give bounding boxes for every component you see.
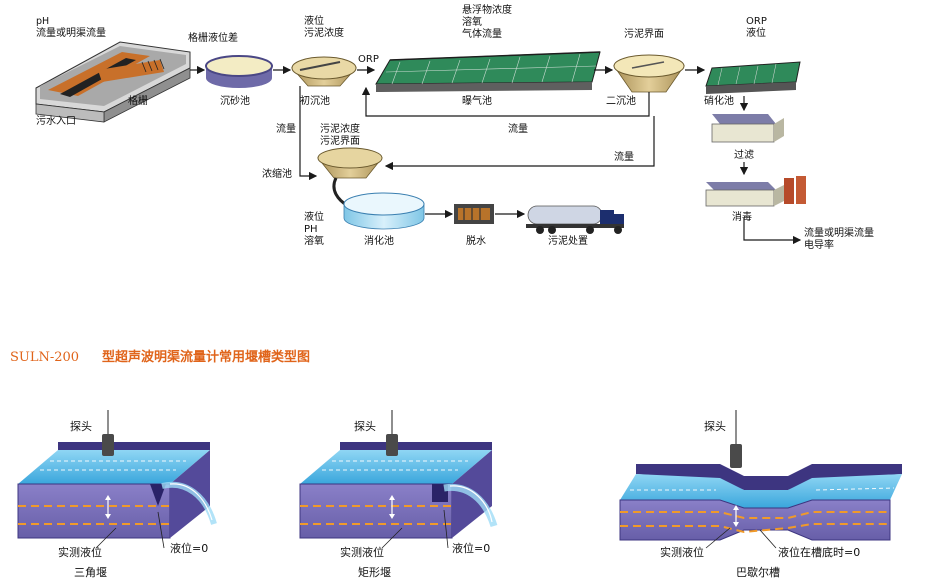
sludge-disposal-label: 污泥处置 xyxy=(548,234,588,247)
flow-or-channel-label: 流量或明渠流量 xyxy=(36,26,106,39)
primary-clarifier-label: 初沉池 xyxy=(300,94,330,107)
digester-label: 消化池 xyxy=(364,234,394,247)
out-flow-label: 流量或明渠流量 xyxy=(804,226,874,239)
disinfection-building-illustration xyxy=(705,176,806,207)
parshall-flume-illustration xyxy=(619,410,902,549)
rectangular-weir-illustration xyxy=(299,410,498,549)
flow-mid-label: 流量 xyxy=(508,122,528,135)
gas-flow-label: 气体流量 xyxy=(462,27,502,40)
aeration-tank-label: 曝气池 xyxy=(462,94,492,107)
zero-level-label-1: 液位=0 xyxy=(170,541,208,555)
grid-channel-illustration xyxy=(35,41,191,123)
rectangular-weir-labels: 探头 实测液位 液位=0 矩形堰 xyxy=(340,420,490,579)
process-labels: pH 流量或明渠流量 格栅液位差 污水入口 格栅 沉砂池 液位 污泥浓度 ORP… xyxy=(36,3,874,251)
digester-ph-label: PH xyxy=(304,224,318,235)
primary-clarifier-illustration xyxy=(291,56,357,87)
grit-chamber-illustration xyxy=(205,55,273,88)
disinfection-label: 消毒 xyxy=(732,210,752,223)
digester-do-label: 溶氧 xyxy=(304,234,324,247)
secondary-clarifier-illustration xyxy=(613,54,685,93)
out-conductivity-label: 电导率 xyxy=(804,238,834,251)
ph-label: pH xyxy=(36,16,49,27)
actual-level-label-1: 实测液位 xyxy=(58,545,102,559)
ss-conc-label: 悬浮物浓度 xyxy=(462,3,512,16)
flow-left-label: 流量 xyxy=(276,122,296,135)
sludge-interface-label: 污泥界面 xyxy=(624,27,664,40)
thickener-sludge-conc-label: 污泥浓度 xyxy=(320,122,360,135)
grid-level-diff-label: 格栅液位差 xyxy=(188,31,238,44)
aeration-tank-illustration xyxy=(375,51,601,92)
triangular-weir-name: 三角堰 xyxy=(74,566,107,579)
probe-label-2: 探头 xyxy=(354,420,376,433)
probe-label-3: 探头 xyxy=(704,420,726,433)
tanker-truck-illustration xyxy=(526,205,624,234)
section-title: SULN-200 型超声波明渠流量计常用堰槽类型图 xyxy=(10,349,310,365)
filtration-building-illustration xyxy=(711,114,784,143)
orp-label: ORP xyxy=(358,54,379,65)
grit-chamber-label: 沉砂池 xyxy=(220,94,250,107)
dissolved-oxygen-label: 溶氧 xyxy=(462,15,482,28)
actual-level-label-3: 实测液位 xyxy=(660,545,704,559)
probe-label-1: 探头 xyxy=(70,420,92,433)
dewatering-machine-illustration xyxy=(454,204,494,224)
triangular-weir-illustration xyxy=(17,410,217,549)
zero-level-label-3: 液位在槽底时=0 xyxy=(778,545,860,559)
triangular-weir-labels: 探头 实测液位 液位=0 三角堰 xyxy=(58,420,208,579)
process-flow-lines xyxy=(190,65,802,245)
thickener-sludge-interface-label: 污泥界面 xyxy=(320,134,360,147)
orp-right-label: ORP xyxy=(746,16,767,27)
zero-level-label-2: 液位=0 xyxy=(452,541,490,555)
dewatering-label: 脱水 xyxy=(466,234,486,247)
secondary-clarifier-label: 二沉池 xyxy=(606,94,636,107)
nitrification-tank-label: 硝化池 xyxy=(704,94,734,107)
thickener-label: 浓缩池 xyxy=(262,167,292,180)
filtration-label: 过滤 xyxy=(734,148,754,161)
section-title-model: SULN-200 xyxy=(10,350,79,365)
level-right-label: 液位 xyxy=(746,26,766,39)
primary-level-label: 液位 xyxy=(304,14,324,27)
digester-level-label: 液位 xyxy=(304,210,324,223)
primary-sludge-conc-label: 污泥浓度 xyxy=(304,26,344,39)
sewage-inlet-label: 污水入口 xyxy=(36,115,76,127)
section-title-text: 型超声波明渠流量计常用堰槽类型图 xyxy=(102,349,310,365)
parshall-flume-name: 巴歇尔槽 xyxy=(736,566,780,579)
grid-label: 格栅 xyxy=(128,94,148,107)
flow-return-label: 流量 xyxy=(614,150,634,163)
parshall-flume-labels: 探头 实测液位 液位在槽底时=0 巴歇尔槽 xyxy=(660,420,860,579)
rectangular-weir-name: 矩形堰 xyxy=(358,566,391,579)
nitrification-tank-illustration xyxy=(705,61,801,94)
digester-illustration xyxy=(343,192,425,230)
actual-level-label-2: 实测液位 xyxy=(340,545,384,559)
